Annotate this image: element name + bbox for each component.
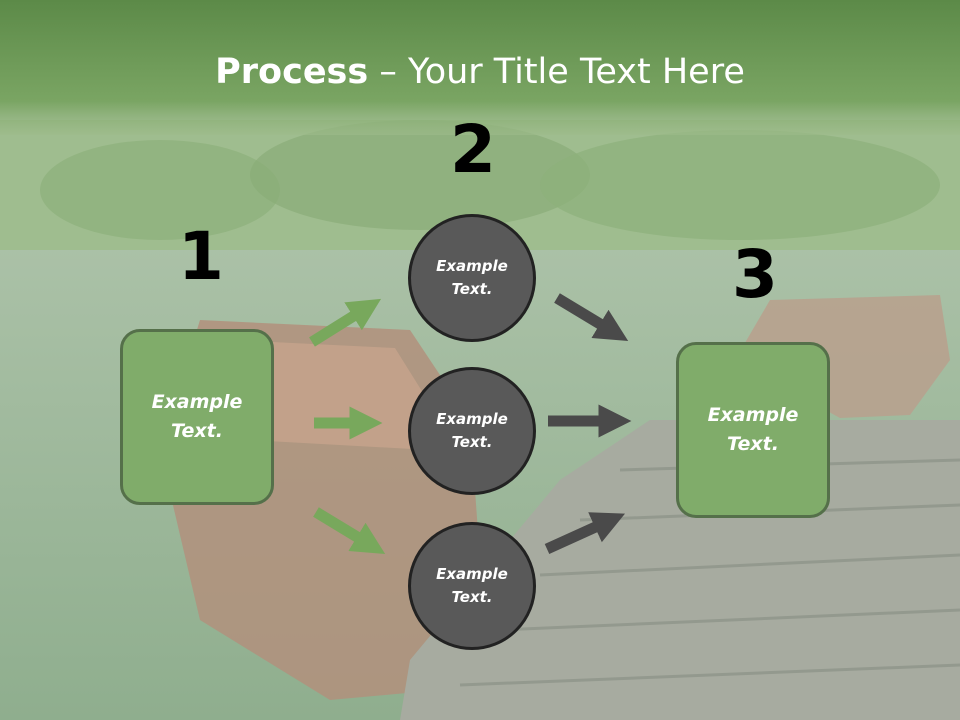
step-1-text: Example Text. [151, 391, 243, 442]
step-number-2: 2 [450, 111, 496, 188]
slide-title: Process – Your Title Text Here [0, 52, 960, 92]
step-2-text-middle: Example Text. [436, 410, 508, 451]
step-2-text-bottom: Example Text. [436, 565, 508, 606]
step-3-box: Example Text. [676, 342, 830, 518]
title-bold: Process [215, 52, 369, 92]
step-2-text-top: Example Text. [436, 257, 508, 298]
step-3-text: Example Text. [707, 404, 799, 455]
step-number-3: 3 [732, 236, 778, 313]
title-rest: – Your Title Text Here [368, 52, 745, 92]
step-2-circle-bottom: Example Text. [408, 522, 536, 650]
arrow-2c-to-3 [544, 512, 626, 555]
arrow-1-to-2c [313, 507, 386, 554]
arrow-2a-to-3 [554, 293, 629, 341]
step-2-circle-top: Example Text. [408, 214, 536, 342]
step-1-box: Example Text. [120, 329, 274, 505]
arrow-1-to-2a [309, 298, 382, 347]
step-2-circle-middle: Example Text. [408, 367, 536, 495]
step-number-1: 1 [178, 218, 224, 295]
